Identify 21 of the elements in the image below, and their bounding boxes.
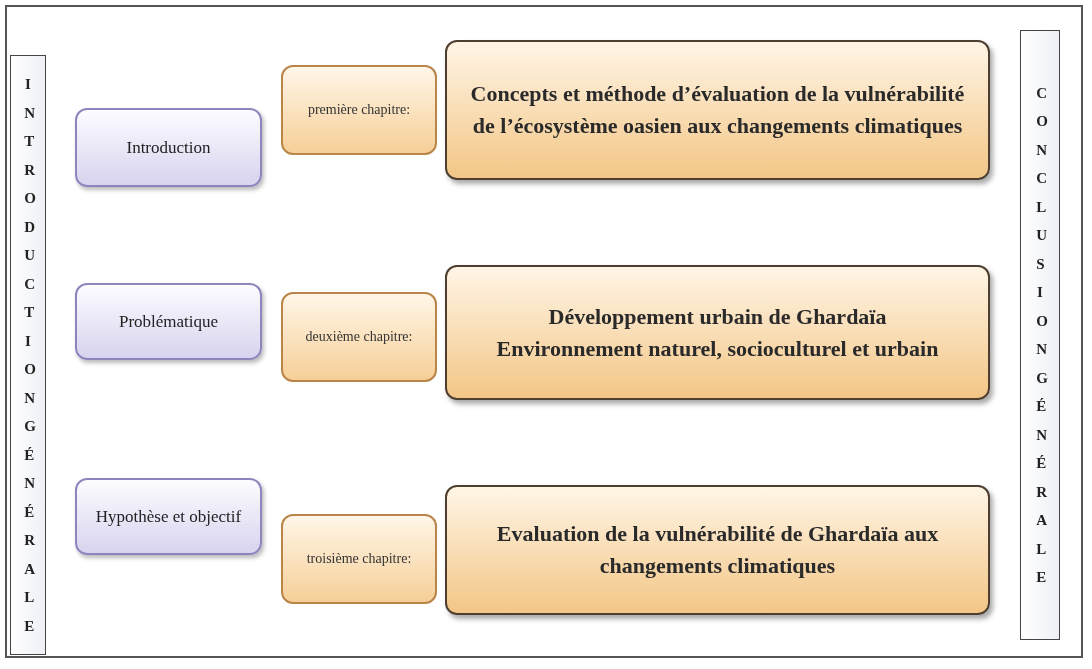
chapter-title: Environnement naturel, socioculturel et urbain [496, 334, 939, 363]
chapter-title-box [445, 265, 990, 400]
section-box [75, 108, 262, 187]
chapter-title: Concepts et méthode d’évaluation de la vulnérabilité de l’écosystème oasien aux changements climatiques [469, 80, 966, 140]
chapter-title: Développement urbain de Ghardaïa [548, 302, 887, 331]
chapter-title: Evaluation de la vulnérabilité de Ghardaïa aux changements climatiques [495, 520, 940, 580]
box-label: troisième chapitre: [306, 551, 412, 567]
box-label: première chapitre: [307, 102, 411, 118]
chapter-title-box [445, 40, 990, 180]
section-box [75, 283, 262, 360]
box-label: Introduction [126, 137, 211, 158]
vertical-title-band [1020, 30, 1060, 640]
box-label: Problématique [118, 311, 219, 332]
box-label: Hypothèse et objectif [95, 506, 242, 527]
chapter-title-box [445, 485, 990, 615]
chapter-tag-box [281, 292, 437, 382]
box-label: deuxième chapitre: [305, 329, 413, 345]
vertical-title-band [10, 55, 46, 655]
section-box [75, 478, 262, 555]
chapter-tag-box [281, 514, 437, 604]
chapter-tag-box [281, 65, 437, 155]
